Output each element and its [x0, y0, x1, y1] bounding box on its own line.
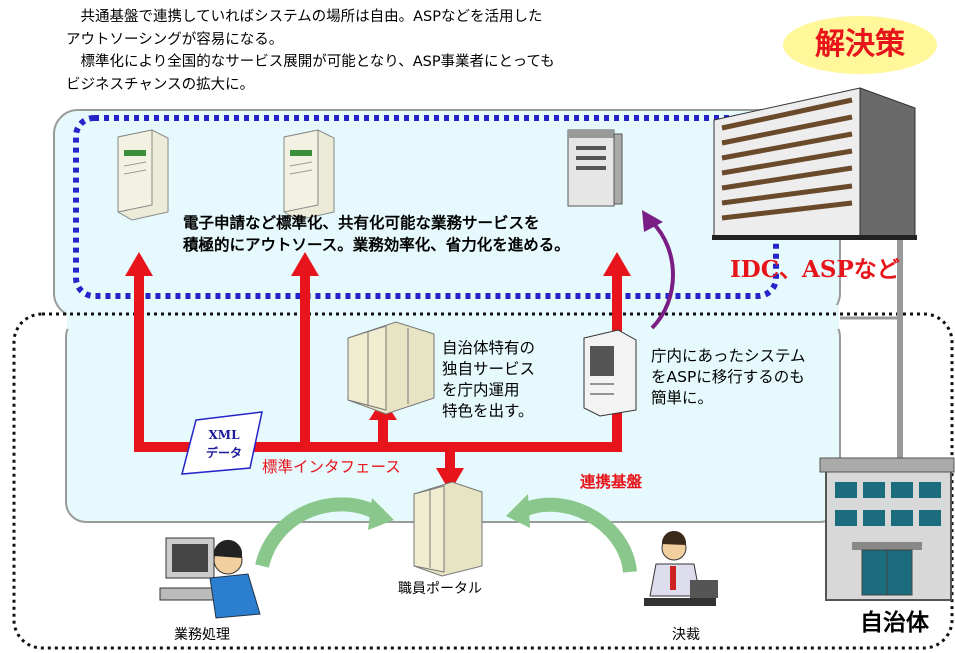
migration-line-3: 簡単に。: [651, 389, 714, 407]
standard-interface-label: 標準インタフェース: [262, 458, 401, 476]
arrow-down-portal: [436, 468, 464, 492]
outsource-line-2: 積極的にアウトソース。業務効率化、省力化を進める。: [183, 236, 570, 254]
rack-server-icon: [583, 329, 637, 417]
xml-label: XML: [208, 428, 240, 442]
idc-asp-label: IDC、ASPなど: [730, 256, 900, 283]
pc-tower-icon: [567, 129, 623, 207]
renkei-kiban-label: 連携基盤: [580, 473, 643, 491]
server-icon-2: [283, 129, 335, 221]
green-arrow-right: [516, 497, 637, 574]
idc-building-icon: [712, 87, 917, 240]
local-service-line-4: 特色を出す。: [442, 402, 534, 420]
intro-line-4: ビジネスチャンスの拡大に。: [66, 76, 255, 93]
intro-line-2: アウトソーシングが容易になる。: [66, 31, 284, 48]
local-service-line-2: 独自サービス: [442, 360, 536, 378]
local-service-line-3: を庁内運用: [442, 381, 520, 399]
migration-arrow: [650, 220, 675, 330]
intro-line-1: 共通基盤で連携していればシステムの場所は自由。ASPなどを活用した: [80, 9, 543, 25]
xml-data-label: XML データ: [196, 426, 252, 462]
intro-text: 共通基盤で連携していればシステムの場所は自由。ASPなどを活用した アウトソーシ…: [66, 6, 726, 96]
portal-label: 職員ポータル: [398, 581, 482, 597]
jichitai-label: 自治体: [860, 610, 929, 636]
outsource-line-1: 電子申請など標準化、共有化可能な業務サービスを: [183, 214, 540, 232]
worker-icon: [159, 537, 261, 619]
arrow-up-1: [125, 252, 153, 276]
arrow-up-3: [603, 252, 631, 276]
local-server-icon: [347, 321, 435, 415]
approver-icon: [644, 530, 718, 606]
intro-line-3: 標準化により全国的なサービス展開が可能となり、ASP事業者にとっても: [80, 54, 555, 70]
work-label: 業務処理: [174, 627, 230, 643]
xml-data-tag: [181, 411, 263, 475]
local-service-line-1: 自治体特有の: [442, 339, 536, 357]
local-service-description: 自治体特有の 独自サービス を庁内運用 特色を出す。: [442, 338, 535, 422]
migration-description: 庁内にあったシステム をASPに移行するのも 簡単に。: [651, 346, 806, 409]
data-label: データ: [205, 446, 242, 460]
migration-line-2: をASPに移行するのも: [651, 368, 805, 386]
migration-line-1: 庁内にあったシステム: [651, 347, 806, 365]
outsource-description: 電子申請など標準化、共有化可能な業務サービスを 積極的にアウトソース。業務効率化…: [183, 212, 570, 256]
city-hall-icon: [819, 457, 955, 601]
server-icon-1: [117, 129, 169, 221]
portal-server-icon: [413, 481, 483, 577]
approval-label: 決裁: [672, 627, 700, 643]
solution-badge: 解決策: [783, 16, 937, 74]
green-arrow-left: [255, 497, 384, 568]
arrow-up-2: [291, 252, 319, 276]
